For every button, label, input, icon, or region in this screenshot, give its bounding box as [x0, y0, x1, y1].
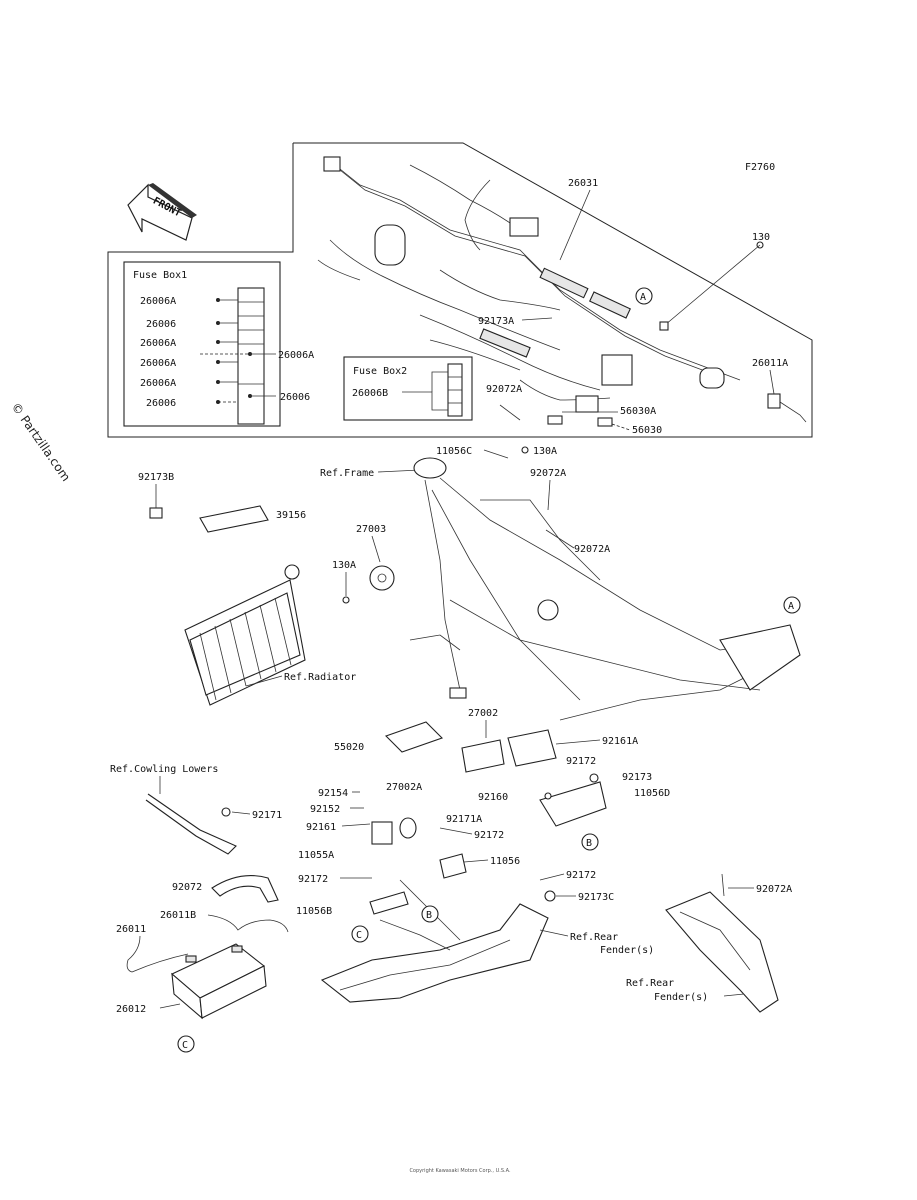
- callout-92173C: 92173C: [578, 892, 614, 903]
- callout-130A-left: 130A: [332, 560, 356, 571]
- callout-26011A: 26011A: [752, 358, 788, 369]
- callout-92161: 92161: [306, 822, 336, 833]
- fuse1-item-3: 26006A: [140, 358, 176, 369]
- callout-11056C: 11056C: [436, 446, 472, 457]
- callout-92173: 92173: [622, 772, 652, 783]
- svg-text:A: A: [788, 601, 794, 612]
- callout-56030: 56030: [632, 425, 662, 436]
- fuse2-item: 26006B: [352, 388, 388, 399]
- fuse1-item-5: 26006: [146, 398, 176, 409]
- ref-rear-fender-2a: Ref.Rear: [626, 978, 674, 989]
- callout-27002A: 27002A: [386, 782, 422, 793]
- callout-92171A: 92171A: [446, 814, 482, 825]
- fuse1-item-2: 26006A: [140, 338, 176, 349]
- reference-circle-a-top: A: [635, 287, 653, 305]
- callout-92072A-a: 92072A: [530, 468, 566, 479]
- callout-55020: 55020: [334, 742, 364, 753]
- fuse-box1: Fuse Box1 26006A 26006 26006A 26006A 260…: [123, 261, 314, 427]
- reference-circle-c-tray: C: [351, 925, 369, 943]
- svg-text:C: C: [356, 930, 362, 941]
- fuse-box2-title: Fuse Box2: [353, 366, 407, 377]
- radiator: Ref.Radiator: [184, 564, 356, 706]
- reference-circle-b-tray: B: [421, 905, 439, 923]
- footer-copyright: Copyright Kawasaki Motors Corp., U.S.A.: [409, 1168, 511, 1174]
- callout-130: 130: [752, 232, 770, 243]
- svg-text:C: C: [182, 1040, 188, 1051]
- fuse1-item-1: 26006: [146, 319, 176, 330]
- ref-rear-fender-2b: Fender(s): [654, 992, 708, 1003]
- ref-rear-fender-1a: Ref.Rear: [570, 932, 618, 943]
- svg-text:A: A: [640, 292, 646, 303]
- callout-92072A-top: 92072A: [486, 384, 522, 395]
- fuse1-item-0: 26006A: [140, 296, 176, 307]
- callout-92161A: 92161A: [602, 736, 638, 747]
- fuse-box2: Fuse Box2 26006B: [343, 356, 473, 421]
- callout-26012: 26012: [116, 1004, 146, 1015]
- callout-92171: 92171: [252, 810, 282, 821]
- fuse1-right-1: 26006: [280, 392, 310, 403]
- callout-26031: 26031: [568, 178, 598, 189]
- callout-92172-b: 92172: [474, 830, 504, 841]
- callout-92172-c: 92172: [298, 874, 328, 885]
- callout-26011: 26011: [116, 924, 146, 935]
- callout-11056: 11056: [490, 856, 520, 867]
- svg-text:B: B: [586, 838, 592, 849]
- callout-56030A: 56030A: [620, 406, 656, 417]
- callout-92160: 92160: [478, 792, 508, 803]
- front-arrow-icon: FRONT: [127, 183, 197, 241]
- reference-circle-b-mid: B: [581, 833, 599, 851]
- callout-26011B: 26011B: [160, 910, 196, 921]
- fuse1-right-0: 26006A: [278, 350, 314, 361]
- callout-92172-a: 92172: [566, 756, 596, 767]
- diagram-code: F2760: [745, 162, 775, 173]
- callout-92152: 92152: [310, 804, 340, 815]
- main-harness: [317, 156, 807, 427]
- callout-92072: 92072: [172, 882, 202, 893]
- svg-text:B: B: [426, 910, 432, 921]
- callout-92172-d: 92172: [566, 870, 596, 881]
- callout-92072A-c: 92072A: [756, 884, 792, 895]
- rear-fender: [665, 891, 779, 1013]
- callout-11056B: 11056B: [296, 906, 332, 917]
- callout-27002: 27002: [468, 708, 498, 719]
- ref-radiator: Ref.Radiator: [284, 672, 356, 683]
- callout-92154: 92154: [318, 788, 348, 799]
- callout-92173B: 92173B: [138, 472, 174, 483]
- fuse-box1-title: Fuse Box1: [133, 270, 187, 281]
- callout-92173A: 92173A: [478, 316, 514, 327]
- callout-130A-top: 130A: [533, 446, 557, 457]
- frame: [409, 457, 801, 721]
- harness-enclosure: [107, 142, 813, 438]
- ref-frame: Ref.Frame: [320, 468, 374, 479]
- callout-27003: 27003: [356, 524, 386, 535]
- callout-39156: 39156: [276, 510, 306, 521]
- battery: [170, 943, 267, 1020]
- reference-circle-c-battery: C: [177, 1035, 195, 1053]
- ref-cowling-lowers: Ref.Cowling Lowers: [110, 764, 218, 775]
- callout-92072A-b: 92072A: [574, 544, 610, 555]
- reference-circle-a-frame: A: [783, 596, 801, 614]
- callout-11056D: 11056D: [634, 788, 670, 799]
- callout-11055A: 11055A: [298, 850, 334, 861]
- fuse1-item-4: 26006A: [140, 378, 176, 389]
- ref-rear-fender-1b: Fender(s): [600, 945, 654, 956]
